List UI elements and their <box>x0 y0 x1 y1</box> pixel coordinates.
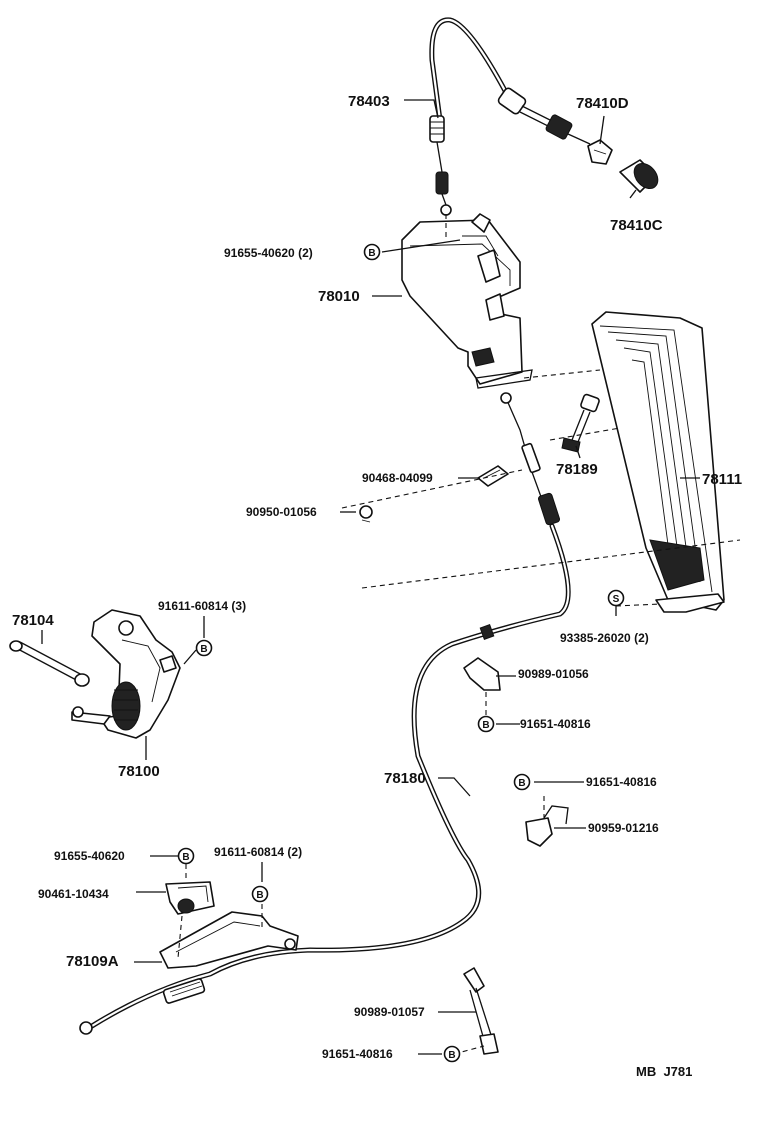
link-rod-78104 <box>9 640 90 687</box>
clip-90959-01216 <box>525 796 569 847</box>
bolt-marker-4: B <box>513 773 531 791</box>
label-90468-04099: 90468-04099 <box>362 471 433 485</box>
leader-cushion <box>177 915 183 959</box>
svg-text:S: S <box>613 594 620 605</box>
pedal-arm-leader <box>523 369 601 379</box>
label-90989-01056: 90989-01056 <box>518 667 589 681</box>
cable-clamp-90989-01056 <box>463 657 501 716</box>
svg-text:B: B <box>200 644 207 655</box>
accelerator-cable-78180 <box>79 392 571 1035</box>
label-78410C: 78410C <box>610 217 663 234</box>
label-78189: 78189 <box>556 461 598 478</box>
label-78010: 78010 <box>318 288 360 305</box>
cable-clamp-90989-01057 <box>463 967 499 1055</box>
label-90989-01057: 90989-01057 <box>354 1005 425 1019</box>
cable-clip-78410D <box>587 139 613 165</box>
upper-throttle-cable <box>429 17 591 216</box>
screw-marker: S <box>607 589 625 607</box>
label-91611-60814-2: 91611-60814 (2) <box>214 845 302 859</box>
pedal-bracket-78010 <box>401 213 533 389</box>
svg-text:B: B <box>482 720 489 731</box>
label-90959-01216: 90959-01216 <box>588 821 659 835</box>
cable-bracket-78109A <box>159 911 299 969</box>
label-90461-10434: 90461-10434 <box>38 887 109 901</box>
label-78410D: 78410D <box>576 95 629 112</box>
bolt-marker-7: B <box>443 1045 461 1063</box>
svg-text:B: B <box>518 778 525 789</box>
label-78180: 78180 <box>384 770 426 787</box>
label-90950-01056: 90950-01056 <box>246 505 317 519</box>
pedal-stopper-bolt-78189 <box>561 393 600 453</box>
label-93385-26020-2: 93385-26020 (2) <box>560 631 649 645</box>
bolt-marker-1: B <box>363 243 381 261</box>
throttle-link-78100 <box>71 609 181 739</box>
svg-text:B: B <box>256 890 263 901</box>
label-91651-40816-b: 91651-40816 <box>586 775 657 789</box>
cable-grommet-78410C <box>619 159 659 193</box>
svg-text:B: B <box>182 852 189 863</box>
stopper-leader <box>549 427 621 441</box>
label-91611-60814-3: 91611-60814 (3) <box>158 599 246 613</box>
svg-text:B: B <box>448 1050 455 1061</box>
diagram-code: MB J781 <box>636 1064 692 1079</box>
label-78403: 78403 <box>348 93 390 110</box>
label-78109A: 78109A <box>66 953 119 970</box>
reference-line <box>361 539 741 589</box>
screw-leader <box>615 603 661 607</box>
clip-90950-01056 <box>359 505 373 523</box>
leader-lines <box>41 99 700 1055</box>
accelerator-pedal-78111 <box>591 311 725 613</box>
svg-text:B: B <box>368 248 375 259</box>
bolt-marker-3: B <box>477 715 495 733</box>
label-78104: 78104 <box>12 612 54 629</box>
bolt-marker-5: B <box>177 847 195 865</box>
label-78100: 78100 <box>118 763 160 780</box>
bolt-marker-2: B <box>195 639 213 657</box>
label-91651-40816-a: 91651-40816 <box>520 717 591 731</box>
cushion-90461-10434 <box>165 881 215 915</box>
label-91655-40620-2: 91655-40620 (2) <box>224 246 313 260</box>
bolt-marker-6: B <box>251 885 269 903</box>
label-78111: 78111 <box>702 471 742 488</box>
label-91655-40620: 91655-40620 <box>54 849 125 863</box>
label-91651-40816-c: 91651-40816 <box>322 1047 393 1061</box>
